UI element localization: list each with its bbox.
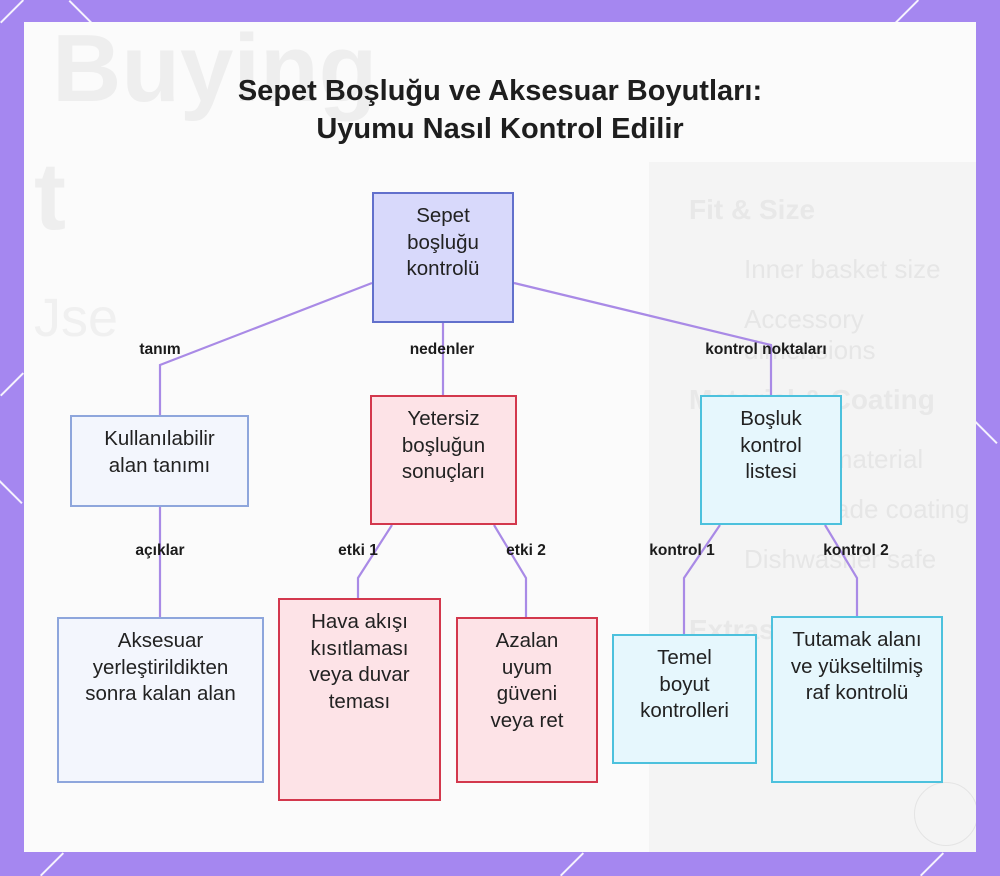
edge-consequences-to-effect1 [356, 524, 393, 598]
watermark-word: Jse [34, 288, 119, 348]
watermark-panel-item: Fit & Size [689, 194, 816, 225]
edge-label-effect-2: etki 2 [506, 542, 546, 559]
edge-root-to-checklist [513, 281, 773, 395]
edge-label-definition: tanım [139, 341, 181, 358]
node-clearance-checklist: Boşluk kontrol listesi [700, 395, 842, 525]
edge-checklist-to-check2 [824, 524, 859, 616]
watermark-panel-item: Inner basket size [744, 254, 941, 284]
edge-label-effect-1: etki 1 [338, 542, 378, 559]
node-insufficient-clearance-consequences: Yetersiz boşluğun sonuçları [370, 395, 517, 525]
node-reduced-fit-confidence: Azalan uyum güveni veya ret [456, 617, 598, 783]
watermark-letter: t [34, 143, 66, 250]
node-airflow-restriction: Hava akışı kısıtlaması veya duvar teması [278, 598, 441, 801]
edge-label-check-2: kontrol 2 [823, 542, 889, 559]
edge-checklist-to-check1 [682, 524, 721, 634]
edge-label-reasons: nedenler [409, 341, 475, 358]
node-basket-clearance-check: Sepet boşluğu kontrolü [372, 192, 514, 323]
edge-consequences-to-effect2 [493, 524, 528, 617]
node-basic-size-checks: Temel boyut kontrolleri [612, 634, 757, 764]
watermark-title: Buying [52, 22, 378, 122]
edge-label-checkpoints: kontrol noktaları [705, 341, 827, 358]
watermark-panel-item: Accessory dimensions [744, 304, 876, 365]
node-remaining-space: Aksesuar yerleştirildikten sonra kalan a… [57, 617, 264, 783]
edge-root-to-definition [158, 281, 373, 415]
title-line-1: Sepet Boşluğu ve Aksesuar Boyutları: [237, 75, 763, 107]
node-handle-rack-check: Tutamak alanı ve yükseltilmiş raf kontro… [771, 616, 943, 783]
edge-label-check-1: kontrol 1 [649, 542, 715, 559]
node-usable-space-definition: Kullanılabilir alan tanımı [70, 415, 249, 507]
edge-label-explains: açıklar [135, 542, 185, 559]
diagram-title: Sepet Boşluğu ve Aksesuar Boyutları: Uyu… [0, 72, 1000, 148]
title-line-2: Uyumu Nasıl Kontrol Edilir [316, 113, 684, 145]
watermark-badge [914, 782, 976, 846]
